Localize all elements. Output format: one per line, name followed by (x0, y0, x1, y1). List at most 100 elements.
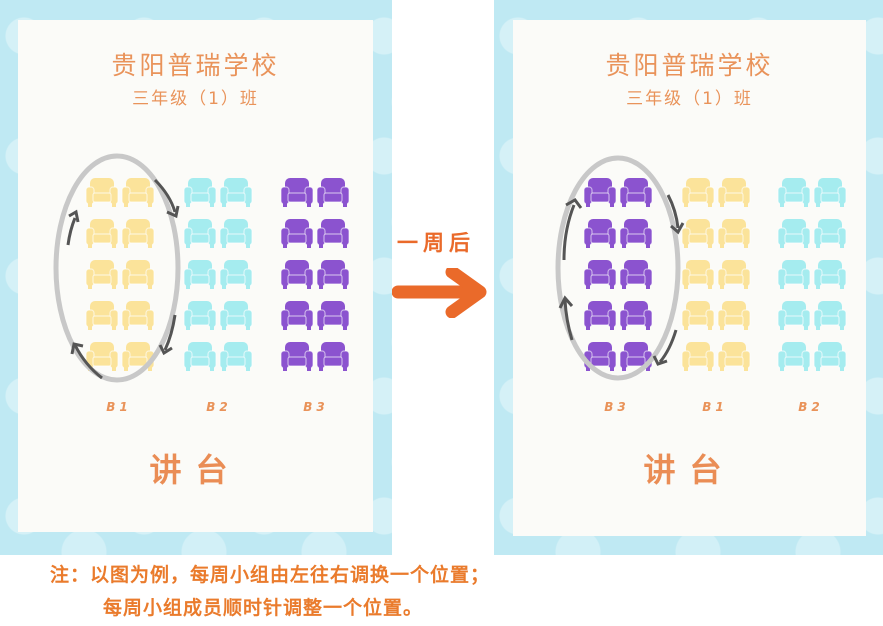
armchair-icon (777, 178, 811, 207)
seat-row (681, 340, 753, 372)
armchair-icon (619, 301, 653, 330)
armchair-icon (85, 260, 119, 289)
seat-row (777, 299, 849, 331)
armchair-icon (219, 301, 253, 330)
armchair-icon (813, 301, 847, 330)
armchair-icon (583, 342, 617, 371)
seat-row (777, 340, 849, 372)
seat-row (183, 176, 255, 208)
seat-row (85, 217, 157, 249)
seat-row (681, 258, 753, 290)
armchair-icon (183, 260, 217, 289)
seat-group-b1 (85, 176, 157, 381)
armchair-icon (85, 178, 119, 207)
armchair-icon (183, 301, 217, 330)
class-name: 三年级（1）班 (132, 89, 259, 109)
armchair-icon (280, 342, 314, 371)
note-line-2: 每周小组成员顺时针调整一个位置。 (103, 597, 424, 619)
armchair-icon (583, 178, 617, 207)
armchair-icon (619, 178, 653, 207)
seat-group-b1 (681, 176, 753, 381)
seat-row (681, 299, 753, 331)
seat-row (280, 217, 352, 249)
seat-row (85, 299, 157, 331)
armchair-icon (85, 301, 119, 330)
armchair-icon (681, 178, 715, 207)
group-label: B1 (106, 400, 132, 414)
armchair-icon (717, 301, 751, 330)
seat-row (183, 340, 255, 372)
school-title: 贵阳普瑞学校 (111, 51, 280, 80)
armchair-icon (813, 260, 847, 289)
armchair-icon (121, 260, 155, 289)
seat-row (183, 217, 255, 249)
clockwise-rotation-icon (555, 155, 685, 381)
seat-row (183, 299, 255, 331)
armchair-icon (583, 301, 617, 330)
armchair-icon (583, 260, 617, 289)
armchair-icon (717, 178, 751, 207)
armchair-icon (121, 219, 155, 248)
armchair-icon (681, 219, 715, 248)
armchair-icon (316, 178, 350, 207)
clockwise-rotation-icon (53, 153, 181, 383)
armchair-icon (777, 301, 811, 330)
seat-row (280, 258, 352, 290)
seat-row (85, 258, 157, 290)
seat-row (280, 340, 352, 372)
armchair-icon (85, 342, 119, 371)
armchair-icon (681, 260, 715, 289)
armchair-icon (316, 301, 350, 330)
seat-group-b3 (280, 176, 352, 381)
group-label: B3 (303, 400, 329, 414)
armchair-icon (777, 260, 811, 289)
armchair-icon (85, 219, 119, 248)
armchair-icon (619, 260, 653, 289)
seat-row (183, 258, 255, 290)
armchair-icon (183, 219, 217, 248)
seat-row (583, 258, 655, 290)
armchair-icon (219, 178, 253, 207)
seat-row (583, 299, 655, 331)
armchair-icon (316, 260, 350, 289)
seat-row (681, 176, 753, 208)
seat-row (681, 217, 753, 249)
armchair-icon (813, 219, 847, 248)
armchair-icon (777, 219, 811, 248)
seat-row (280, 176, 352, 208)
group-label: B1 (702, 400, 728, 414)
group-label: B3 (604, 400, 630, 414)
armchair-icon (183, 178, 217, 207)
podium-label: 讲台 (149, 451, 242, 489)
armchair-icon (813, 178, 847, 207)
armchair-icon (219, 260, 253, 289)
armchair-icon (219, 342, 253, 371)
armchair-icon (280, 219, 314, 248)
armchair-icon (121, 301, 155, 330)
seat-row (583, 176, 655, 208)
armchair-icon (583, 219, 617, 248)
left-seating-card: 贵阳普瑞学校 三年级（1）班 B1 B2 B3 讲台 (18, 20, 373, 532)
class-name: 三年级（1）班 (626, 89, 753, 109)
seat-group-b2 (183, 176, 255, 381)
seat-row (85, 176, 157, 208)
armchair-icon (316, 342, 350, 371)
armchair-icon (681, 342, 715, 371)
armchair-icon (121, 342, 155, 371)
armchair-icon (280, 301, 314, 330)
seat-row (280, 299, 352, 331)
seat-row (85, 340, 157, 372)
seat-row (777, 176, 849, 208)
armchair-icon (717, 342, 751, 371)
armchair-icon (219, 219, 253, 248)
armchair-icon (681, 301, 715, 330)
group-label: B2 (798, 400, 824, 414)
group-label: B2 (206, 400, 232, 414)
seat-group-b2 (777, 176, 849, 381)
seat-group-b3 (583, 176, 655, 381)
armchair-icon (777, 342, 811, 371)
arrow-right-icon (392, 268, 487, 318)
armchair-icon (813, 342, 847, 371)
transition-label: 一周后 (397, 231, 475, 255)
seat-row (777, 258, 849, 290)
